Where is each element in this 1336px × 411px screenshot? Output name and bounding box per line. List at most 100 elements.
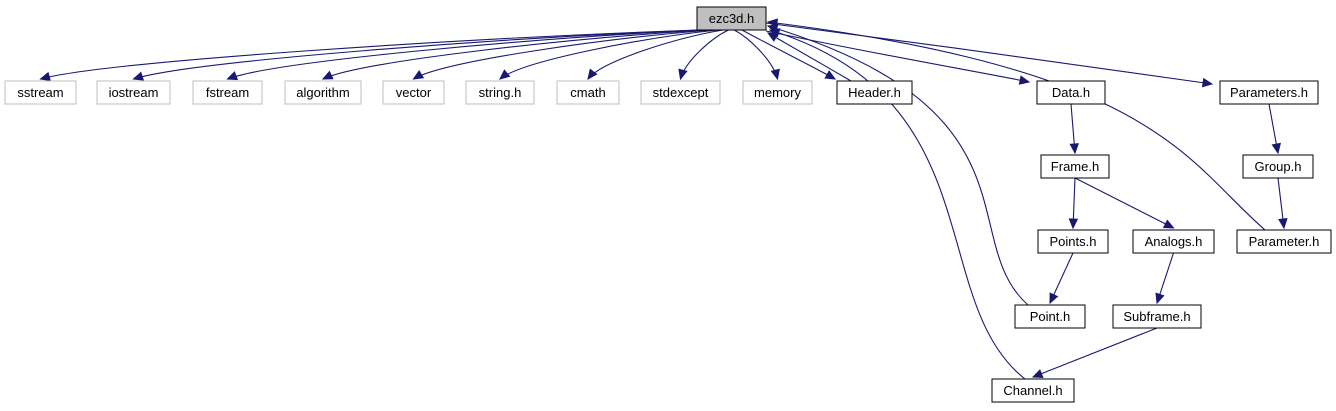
node-box-sstream (4, 80, 77, 105)
node-string: string.h (465, 80, 535, 105)
node-frame[interactable]: Frame.h (1040, 154, 1110, 179)
arrowhead-channel-to-ezc3d (768, 28, 781, 38)
arrowhead-ezc3d-to-parameters (1201, 77, 1214, 88)
node-label-frame: Frame.h (1051, 159, 1099, 174)
arrowhead-ezc3d-to-memory (770, 68, 780, 81)
edge-ezc3d-to-vector (413, 29, 713, 80)
edges-layer (39, 18, 1288, 380)
node-label-data: Data.h (1052, 85, 1090, 100)
node-box-data (1036, 80, 1106, 105)
arrowhead-ezc3d-to-iostream (132, 71, 144, 81)
node-label-points: Points.h (1050, 234, 1097, 249)
arrowhead-parameters-to-group (1271, 142, 1281, 155)
node-iostream: iostream (96, 80, 171, 105)
node-label-fstream: fstream (206, 85, 249, 100)
node-label-memory: memory (754, 85, 801, 100)
node-box-header (836, 80, 913, 105)
edge-ezc3d-to-algorithm (322, 29, 708, 80)
node-parameter[interactable]: Parameter.h (1236, 229, 1332, 254)
node-fstream: fstream (192, 80, 263, 105)
node-label-algorithm: algorithm (296, 85, 349, 100)
node-label-ezc3d: ezc3d.h (709, 11, 755, 26)
arrowhead-ezc3d-to-sstream (39, 71, 51, 82)
node-points[interactable]: Points.h (1037, 229, 1109, 254)
node-box-string (465, 80, 535, 105)
edge-parameter-to-ezc3d (767, 21, 1266, 231)
node-algorithm: algorithm (284, 80, 362, 105)
edge-ezc3d-to-string (499, 29, 718, 80)
node-label-parameters: Parameters.h (1230, 85, 1308, 100)
node-label-parameter: Parameter.h (1249, 234, 1320, 249)
node-box-vector (382, 80, 445, 105)
arrowhead-ezc3d-to-data (1018, 75, 1031, 85)
node-parameters[interactable]: Parameters.h (1219, 80, 1319, 105)
node-box-group (1242, 154, 1314, 179)
node-label-group: Group.h (1255, 159, 1302, 174)
node-header[interactable]: Header.h (836, 80, 913, 105)
node-label-channel: Channel.h (1003, 383, 1062, 398)
node-data[interactable]: Data.h (1036, 80, 1106, 105)
node-memory: memory (742, 80, 813, 105)
edge-subframe-to-channel (1032, 327, 1158, 378)
node-channel[interactable]: Channel.h (991, 378, 1075, 403)
node-box-points (1037, 229, 1109, 254)
node-label-string: string.h (479, 85, 522, 100)
edge-ezc3d-to-sstream (40, 29, 700, 80)
node-stdexcept: stdexcept (640, 80, 721, 105)
arrowhead-ezc3d-to-vector (412, 70, 425, 80)
node-vector: vector (382, 80, 445, 105)
node-box-channel (991, 378, 1075, 403)
node-label-iostream: iostream (109, 85, 159, 100)
node-box-analogs (1132, 229, 1215, 254)
node-box-algorithm (284, 80, 362, 105)
node-box-frame (1040, 154, 1110, 179)
node-box-cmath (556, 80, 620, 105)
arrowhead-ezc3d-to-stdexcept (678, 68, 688, 81)
node-box-memory (742, 80, 813, 105)
node-label-stdexcept: stdexcept (653, 85, 709, 100)
arrowhead-subframe-to-channel (1031, 369, 1044, 378)
edge-ezc3d-to-fstream (227, 29, 702, 80)
arrowhead-ezc3d-to-fstream (226, 71, 239, 81)
node-group[interactable]: Group.h (1242, 154, 1314, 179)
node-sstream: sstream (4, 80, 77, 105)
arrowhead-analogs-to-subframe (1155, 292, 1165, 305)
node-box-ezc3d (696, 6, 767, 31)
edge-ezc3d-to-iostream (133, 29, 700, 80)
arrowhead-parameter-to-ezc3d (766, 18, 779, 28)
node-box-parameters (1219, 80, 1319, 105)
node-box-stdexcept (640, 80, 721, 105)
node-box-fstream (192, 80, 263, 105)
node-label-point: Point.h (1030, 309, 1070, 324)
arrowhead-group-to-parameter (1278, 217, 1288, 230)
edge-frame-to-analogs (1074, 177, 1174, 229)
node-label-vector: vector (396, 85, 432, 100)
node-box-subframe (1112, 304, 1202, 329)
node-label-subframe: Subframe.h (1123, 309, 1190, 324)
arrowhead-ezc3d-to-cmath (587, 68, 598, 80)
node-subframe[interactable]: Subframe.h (1112, 304, 1202, 329)
node-label-sstream: sstream (17, 85, 63, 100)
node-box-point (1014, 304, 1086, 329)
node-analogs[interactable]: Analogs.h (1132, 229, 1215, 254)
edge-channel-to-ezc3d (769, 29, 1026, 380)
node-cmath: cmath (556, 80, 620, 105)
arrowhead-points-to-point (1049, 292, 1059, 305)
arrowhead-frame-to-analogs (1162, 219, 1175, 229)
arrowhead-ezc3d-to-algorithm (321, 70, 334, 80)
arrowhead-ezc3d-to-header (824, 70, 837, 80)
node-box-iostream (96, 80, 171, 105)
node-label-header: Header.h (848, 85, 901, 100)
edge-point-to-ezc3d (767, 25, 1029, 306)
edge-ezc3d-to-parameters (765, 22, 1213, 85)
edge-ezc3d-to-header (741, 29, 836, 80)
nodes-layer: ezc3d.h sstream iostream fstream algorithm ve… (4, 6, 1332, 403)
arrowhead-ezc3d-to-string (499, 69, 511, 80)
node-ezc3d[interactable]: ezc3d.h (696, 6, 767, 31)
node-point[interactable]: Point.h (1014, 304, 1086, 329)
arrowhead-frame-to-points (1068, 218, 1079, 230)
node-label-cmath: cmath (570, 85, 605, 100)
node-box-parameter (1236, 229, 1332, 254)
node-label-analogs: Analogs.h (1145, 234, 1203, 249)
